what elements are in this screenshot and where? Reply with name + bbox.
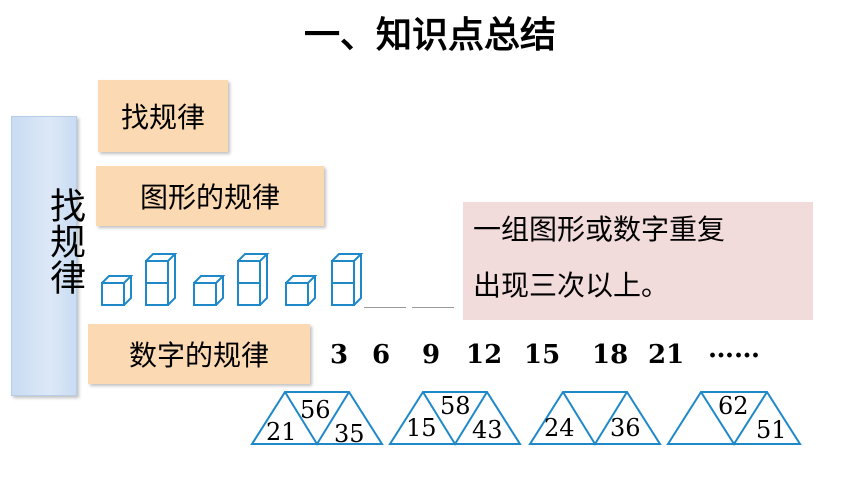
triangle-group-3: 24 36 bbox=[528, 391, 662, 446]
tri-1-top: 56 bbox=[300, 396, 331, 424]
page-title: 一、知识点总结 bbox=[303, 15, 556, 56]
tri-1-right: 35 bbox=[334, 420, 365, 448]
note-line-2: 出现三次以上。 bbox=[473, 269, 670, 302]
note-line-1: 一组图形或数字重复 bbox=[473, 213, 726, 246]
seq-ellipsis: …… bbox=[708, 334, 760, 364]
seq-item: 21 bbox=[648, 340, 685, 370]
seq-item: 3 bbox=[330, 340, 349, 370]
seq-item: 15 bbox=[524, 340, 561, 370]
seq-item: 6 bbox=[372, 340, 391, 370]
seq-item: 9 bbox=[422, 340, 441, 370]
triangle-group-1: 56 21 35 bbox=[250, 391, 384, 448]
find-rule-box: 找规律 bbox=[98, 80, 228, 152]
tri-4-right: 51 bbox=[756, 416, 787, 444]
number-rule-label: 数字的规律 bbox=[128, 339, 269, 372]
tri-3-right: 36 bbox=[610, 414, 641, 442]
seq-item: 12 bbox=[466, 340, 503, 370]
seq-item: 18 bbox=[592, 340, 629, 370]
shape-rule-label: 图形的规律 bbox=[139, 181, 280, 214]
shape-rule-box: 图形的规律 bbox=[96, 166, 324, 226]
side-label-bar: 找规律 bbox=[11, 116, 85, 396]
triangle-group-4: 62 51 bbox=[666, 391, 802, 446]
find-rule-label: 找规律 bbox=[120, 101, 205, 134]
side-label-text: 找规律 bbox=[44, 187, 85, 295]
number-rule-box: 数字的规律 bbox=[88, 324, 310, 384]
triangle-group-2: 58 15 43 bbox=[388, 391, 522, 446]
tri-1-left: 21 bbox=[266, 418, 297, 446]
answer-blank-1[interactable] bbox=[364, 307, 406, 308]
tri-3-left: 24 bbox=[544, 414, 575, 442]
tri-2-right: 43 bbox=[472, 416, 503, 444]
tri-2-top: 58 bbox=[440, 392, 471, 420]
answer-blank-2[interactable] bbox=[412, 307, 454, 308]
tri-4-top: 62 bbox=[718, 392, 749, 420]
rule-definition-note: 一组图形或数字重复 出现三次以上。 bbox=[463, 202, 813, 320]
tri-2-left: 15 bbox=[406, 414, 437, 442]
